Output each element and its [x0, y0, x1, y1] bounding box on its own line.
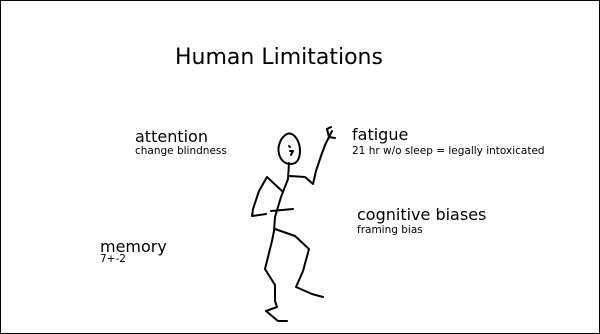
fatigue-sublabel: 21 hr w/o sleep = legally intoxicated	[352, 146, 545, 157]
figure-right-arm	[290, 137, 329, 184]
figure-torso	[272, 163, 289, 241]
figure-hand	[327, 127, 335, 138]
attention-label: attention	[135, 129, 208, 145]
figure-left-arm	[252, 177, 282, 216]
attention-sublabel: change blindness	[135, 146, 227, 157]
cognitive-biases-sublabel: framing bias	[357, 225, 423, 236]
figure-head	[278, 134, 299, 164]
figure-forearm	[271, 209, 293, 211]
cognitive-biases-label: cognitive biases	[357, 207, 486, 223]
figure-face	[289, 146, 293, 155]
figure-left-leg	[265, 241, 287, 321]
memory-sublabel: 7+-2	[100, 254, 126, 265]
fatigue-label: fatigue	[352, 127, 408, 143]
slide-title: Human Limitations	[175, 47, 383, 69]
figure-right-leg	[275, 229, 323, 297]
